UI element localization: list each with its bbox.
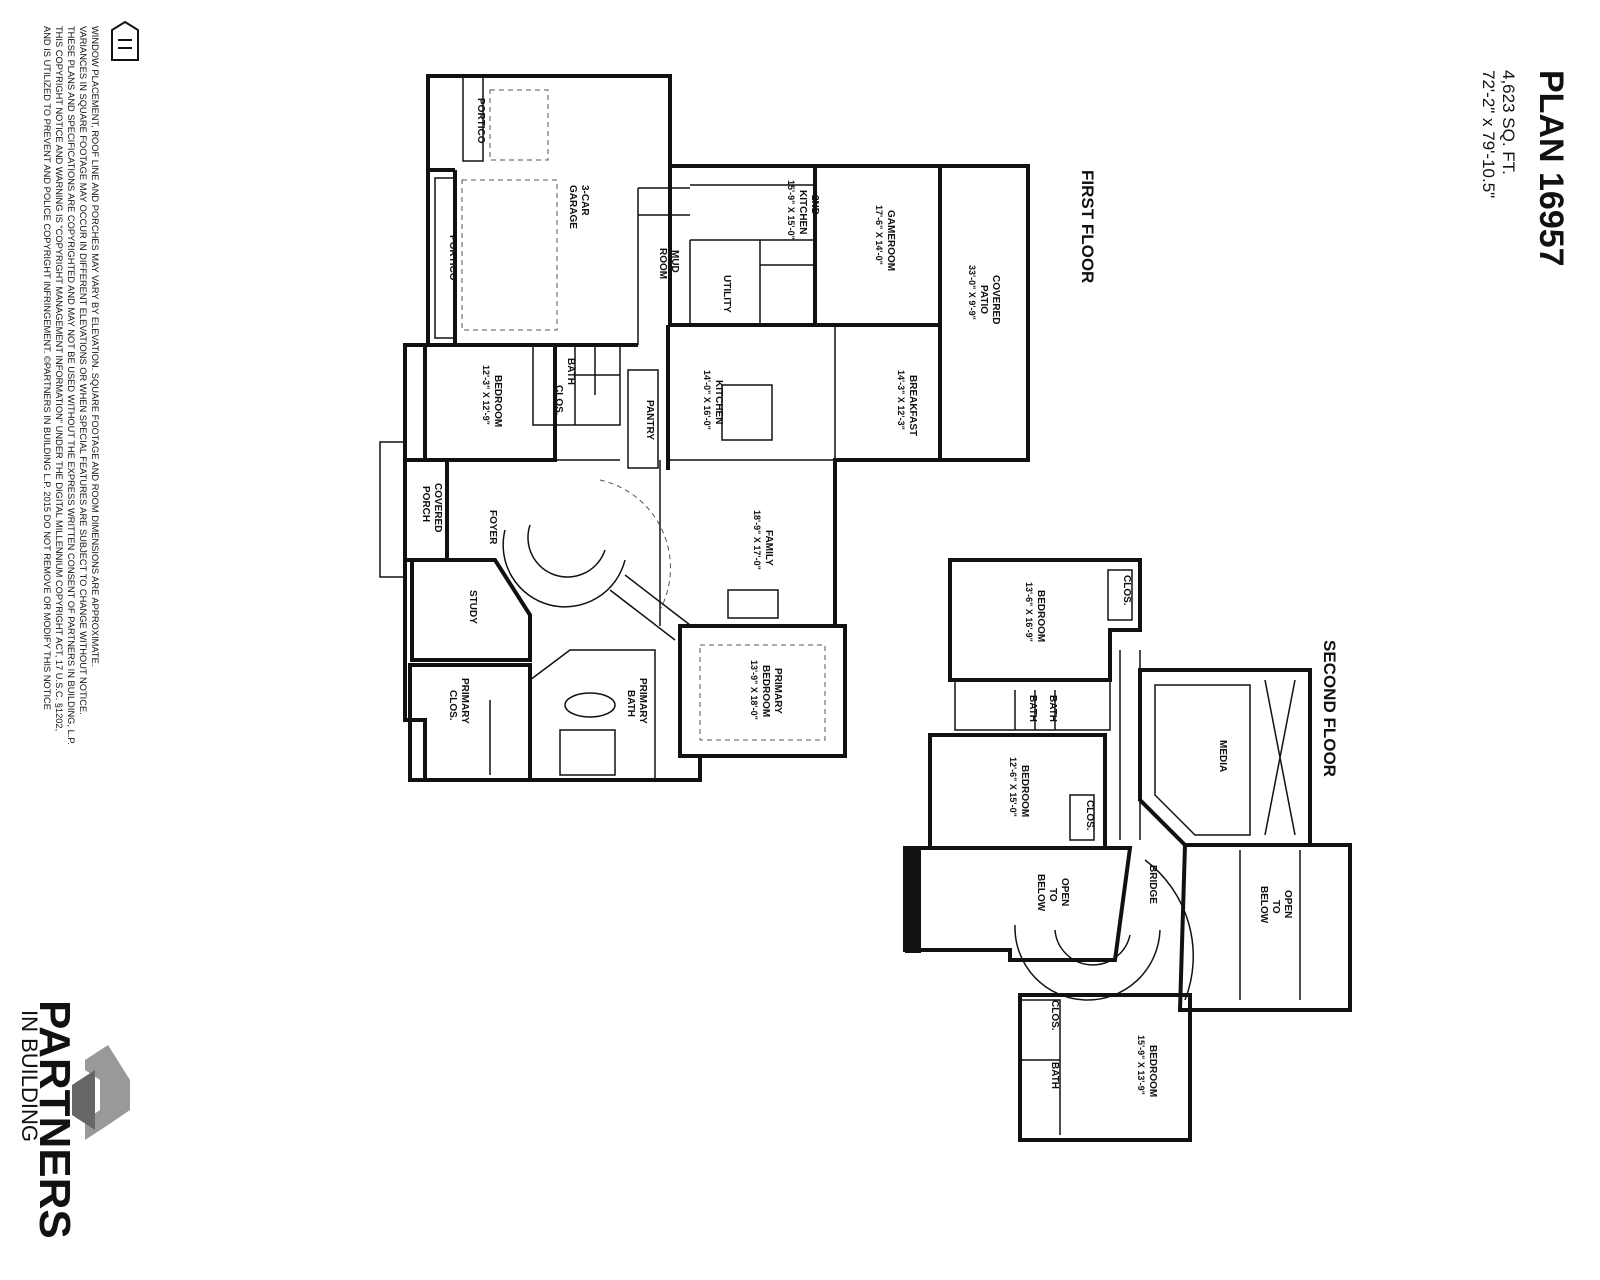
svg-text:KITCHEN: KITCHEN xyxy=(713,380,724,424)
svg-text:FAMILY: FAMILY xyxy=(763,530,774,566)
label-primary-clos: PRIMARY CLOS. xyxy=(447,678,470,724)
svg-text:BREAKFAST: BREAKFAST xyxy=(907,375,918,436)
label-kitchen: KITCHEN 14'-0" X 16'-0" xyxy=(702,370,724,430)
label-bedroom-3: BEDROOM 12'-6" X 15'-0" xyxy=(1008,757,1030,817)
disclaimer-line-2: VARIANCES IN SQUARE FOOTAGE MAY OCCUR IN… xyxy=(78,26,88,715)
label-primary-bath: PRIMARY BATH xyxy=(625,678,648,724)
label-clos-3: CLOS. xyxy=(1084,800,1095,831)
second-floor-room-labels: BEDROOM 13'-6" X 16'-9" CLOS. BATH BATH … xyxy=(1008,575,1293,1097)
plan-header: PLAN 16957 4,623 SQ. FT. 72'-2" x 79'-10… xyxy=(1479,70,1570,267)
svg-text:OPEN: OPEN xyxy=(1282,890,1293,918)
svg-text:PATIO: PATIO xyxy=(978,285,989,314)
label-foyer: FOYER xyxy=(487,510,498,545)
label-portico-side: PORTICO xyxy=(447,235,458,281)
label-clos-1: CLOS. xyxy=(553,385,564,416)
plan-title: PLAN 16957 xyxy=(1532,70,1570,267)
label-bedroom-1: BEDROOM 12'-3" X 12'-9" xyxy=(481,365,503,427)
svg-text:PRIMARY: PRIMARY xyxy=(772,668,783,714)
disclaimer-line-1: WINDOW PLACEMENT, ROOF LINE AND PORCHES … xyxy=(90,26,100,666)
label-bath-2b: BATH xyxy=(1047,695,1058,722)
disclaimer-line-3: THESE PLANS AND SPECIFICATIONS ARE COPYR… xyxy=(66,26,76,745)
svg-text:KITCHEN: KITCHEN xyxy=(797,190,808,234)
label-bedroom-2: BEDROOM 13'-6" X 16'-9" xyxy=(1024,582,1046,642)
svg-text:ROOM: ROOM xyxy=(657,248,668,279)
svg-text:PRIMARY: PRIMARY xyxy=(637,678,648,724)
svg-text:OPEN: OPEN xyxy=(1059,878,1070,906)
svg-text:3-CAR: 3-CAR xyxy=(579,185,590,216)
svg-text:PRIMARY: PRIMARY xyxy=(459,678,470,724)
svg-text:GAMEROOM: GAMEROOM xyxy=(885,210,896,271)
plan-square-footage: 4,623 SQ. FT. xyxy=(1499,70,1518,175)
label-bedroom-4: BEDROOM 15'-9" X 13'-9" xyxy=(1136,1035,1158,1097)
svg-text:2ND: 2ND xyxy=(809,195,820,215)
brand-name: PARTNERS xyxy=(30,1000,79,1239)
plan-dimensions: 72'-2" x 79'-10.5" xyxy=(1479,70,1498,198)
label-mud-room: MUD ROOM xyxy=(657,248,680,279)
svg-text:MUD: MUD xyxy=(669,250,680,273)
svg-text:13'-6" X 16'-9": 13'-6" X 16'-9" xyxy=(1024,582,1034,642)
label-media: MEDIA xyxy=(1217,740,1228,772)
partners-logo: PARTNERS IN BUILDING xyxy=(17,1000,130,1239)
label-breakfast: BREAKFAST 14'-3" X 12'-3" xyxy=(896,370,918,436)
svg-text:COVERED: COVERED xyxy=(432,483,443,532)
svg-text:PORCH: PORCH xyxy=(420,486,431,522)
svg-text:15'-9" X 15'-0": 15'-9" X 15'-0" xyxy=(786,180,796,240)
svg-text:BEDROOM: BEDROOM xyxy=(760,665,771,717)
svg-text:BEDROOM: BEDROOM xyxy=(1019,765,1030,817)
label-covered-patio: COVERED PATIO 33'-0" X 9'-9" xyxy=(967,265,1001,324)
label-gameroom: GAMEROOM 17'-6" X 14'-0" xyxy=(874,205,896,271)
svg-text:BEDROOM: BEDROOM xyxy=(1035,590,1046,642)
svg-text:TO: TO xyxy=(1047,888,1058,902)
svg-text:TO: TO xyxy=(1270,900,1281,914)
label-2nd-kitchen: 2ND KITCHEN 15'-9" X 15'-0" xyxy=(786,180,820,240)
svg-text:COVERED: COVERED xyxy=(990,275,1001,324)
label-garage: 3-CAR GARAGE xyxy=(567,185,590,229)
svg-text:BELOW: BELOW xyxy=(1035,874,1046,912)
label-covered-porch: COVERED PORCH xyxy=(420,483,443,532)
svg-text:BATH: BATH xyxy=(625,690,636,717)
disclaimer-line-5: AND IS UTILIZED TO PREVENT AND POLICE CO… xyxy=(42,26,52,710)
label-open-below-1: OPEN TO BELOW xyxy=(1035,874,1070,912)
svg-text:BEDROOM: BEDROOM xyxy=(1147,1045,1158,1097)
first-floor-walls xyxy=(379,74,1030,782)
brand-subtitle: IN BUILDING xyxy=(17,1010,42,1142)
first-floor-room-labels: PORTICO PORTICO 3-CAR GARAGE 2ND KITCHEN… xyxy=(420,98,1001,724)
disclaimer-line-4: THIS COPYRIGHT NOTICE AND WARNING IS "CO… xyxy=(54,26,64,731)
svg-text:13'-9" X 18'-0": 13'-9" X 18'-0" xyxy=(749,660,759,720)
label-bath-2a: BATH xyxy=(1027,695,1038,722)
svg-text:BELOW: BELOW xyxy=(1258,886,1269,924)
second-floor-walls xyxy=(903,558,1352,1142)
second-floor-label: SECOND FLOOR xyxy=(1320,640,1339,777)
first-floor-label: FIRST FLOOR xyxy=(1078,170,1097,283)
svg-text:33'-0" X 9'-9": 33'-0" X 9'-9" xyxy=(967,265,977,320)
label-clos-4: CLOS. xyxy=(1049,1000,1060,1031)
label-portico-top: PORTICO xyxy=(475,98,486,144)
label-study: STUDY xyxy=(467,590,478,624)
equal-housing-icon xyxy=(111,20,139,61)
svg-text:12'-3" X 12'-9": 12'-3" X 12'-9" xyxy=(481,365,491,425)
label-open-below-2: OPEN TO BELOW xyxy=(1258,886,1293,924)
svg-text:CLOS.: CLOS. xyxy=(447,690,458,721)
svg-text:GARAGE: GARAGE xyxy=(567,185,578,229)
svg-text:BEDROOM: BEDROOM xyxy=(492,375,503,427)
label-bath-4: BATH xyxy=(1049,1062,1060,1089)
label-utility: UTILITY xyxy=(721,275,732,313)
label-pantry: PANTRY xyxy=(644,400,655,440)
label-primary-bedroom: PRIMARY BEDROOM 13'-9" X 18'-0" xyxy=(749,660,783,720)
svg-text:18'-9" X 17'-0": 18'-9" X 17'-0" xyxy=(752,510,762,570)
label-bridge: BRIDGE xyxy=(1147,865,1158,904)
svg-text:14'-0" X 16'-0": 14'-0" X 16'-0" xyxy=(702,370,712,430)
label-clos-2: CLOS. xyxy=(1121,575,1132,606)
svg-text:15'-9" X 13'-9": 15'-9" X 13'-9" xyxy=(1136,1035,1146,1095)
chevron-logo-icon xyxy=(85,1045,130,1140)
label-bath-1: BATH xyxy=(565,358,576,385)
copyright-disclaimer: WINDOW PLACEMENT, ROOF LINE AND PORCHES … xyxy=(42,26,100,745)
svg-text:14'-3" X 12'-3": 14'-3" X 12'-3" xyxy=(896,370,906,430)
svg-text:17'-6" X 14'-0": 17'-6" X 14'-0" xyxy=(874,205,884,265)
label-family: FAMILY 18'-9" X 17'-0" xyxy=(752,510,774,570)
svg-text:12'-6" X 15'-0": 12'-6" X 15'-0" xyxy=(1008,757,1018,817)
